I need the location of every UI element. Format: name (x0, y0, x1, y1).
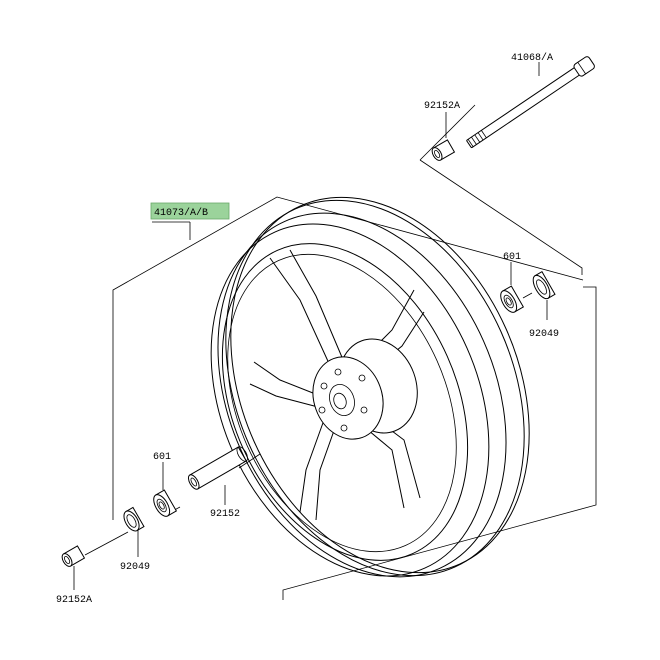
label-bearing-left[interactable]: 601 (153, 452, 171, 463)
label-seal-right[interactable]: 92049 (529, 329, 559, 340)
label-collar-bottom[interactable]: 92152A (56, 595, 92, 606)
label-collar-top[interactable]: 92152A (424, 101, 460, 112)
wheel-part (210, 196, 530, 578)
label-wheel[interactable]: 41073/A/B (154, 207, 208, 219)
part-labels: 41073/A/B 41068/A 92152A 601 92049 601 9… (56, 52, 559, 606)
bearing-right-part (500, 285, 525, 313)
seal-left-part (123, 506, 145, 532)
collar-bottom-part (61, 545, 86, 567)
bearing-left-part (153, 489, 178, 517)
assembly-frame (112, 104, 597, 600)
wheel-hub (312, 338, 418, 440)
axis-line-right (522, 292, 533, 299)
spacer-part (187, 446, 248, 490)
label-bearing-right[interactable]: 601 (503, 252, 521, 263)
axis-line-left (84, 531, 129, 556)
seal-right-part (532, 271, 556, 300)
wheel-label-highlight (150, 202, 230, 220)
label-axle[interactable]: 41068/A (511, 52, 553, 64)
label-seal-left[interactable]: 92049 (120, 562, 150, 573)
axle-part (466, 56, 595, 148)
collar-top-part (431, 139, 456, 161)
label-spacer[interactable]: 92152 (210, 509, 240, 520)
